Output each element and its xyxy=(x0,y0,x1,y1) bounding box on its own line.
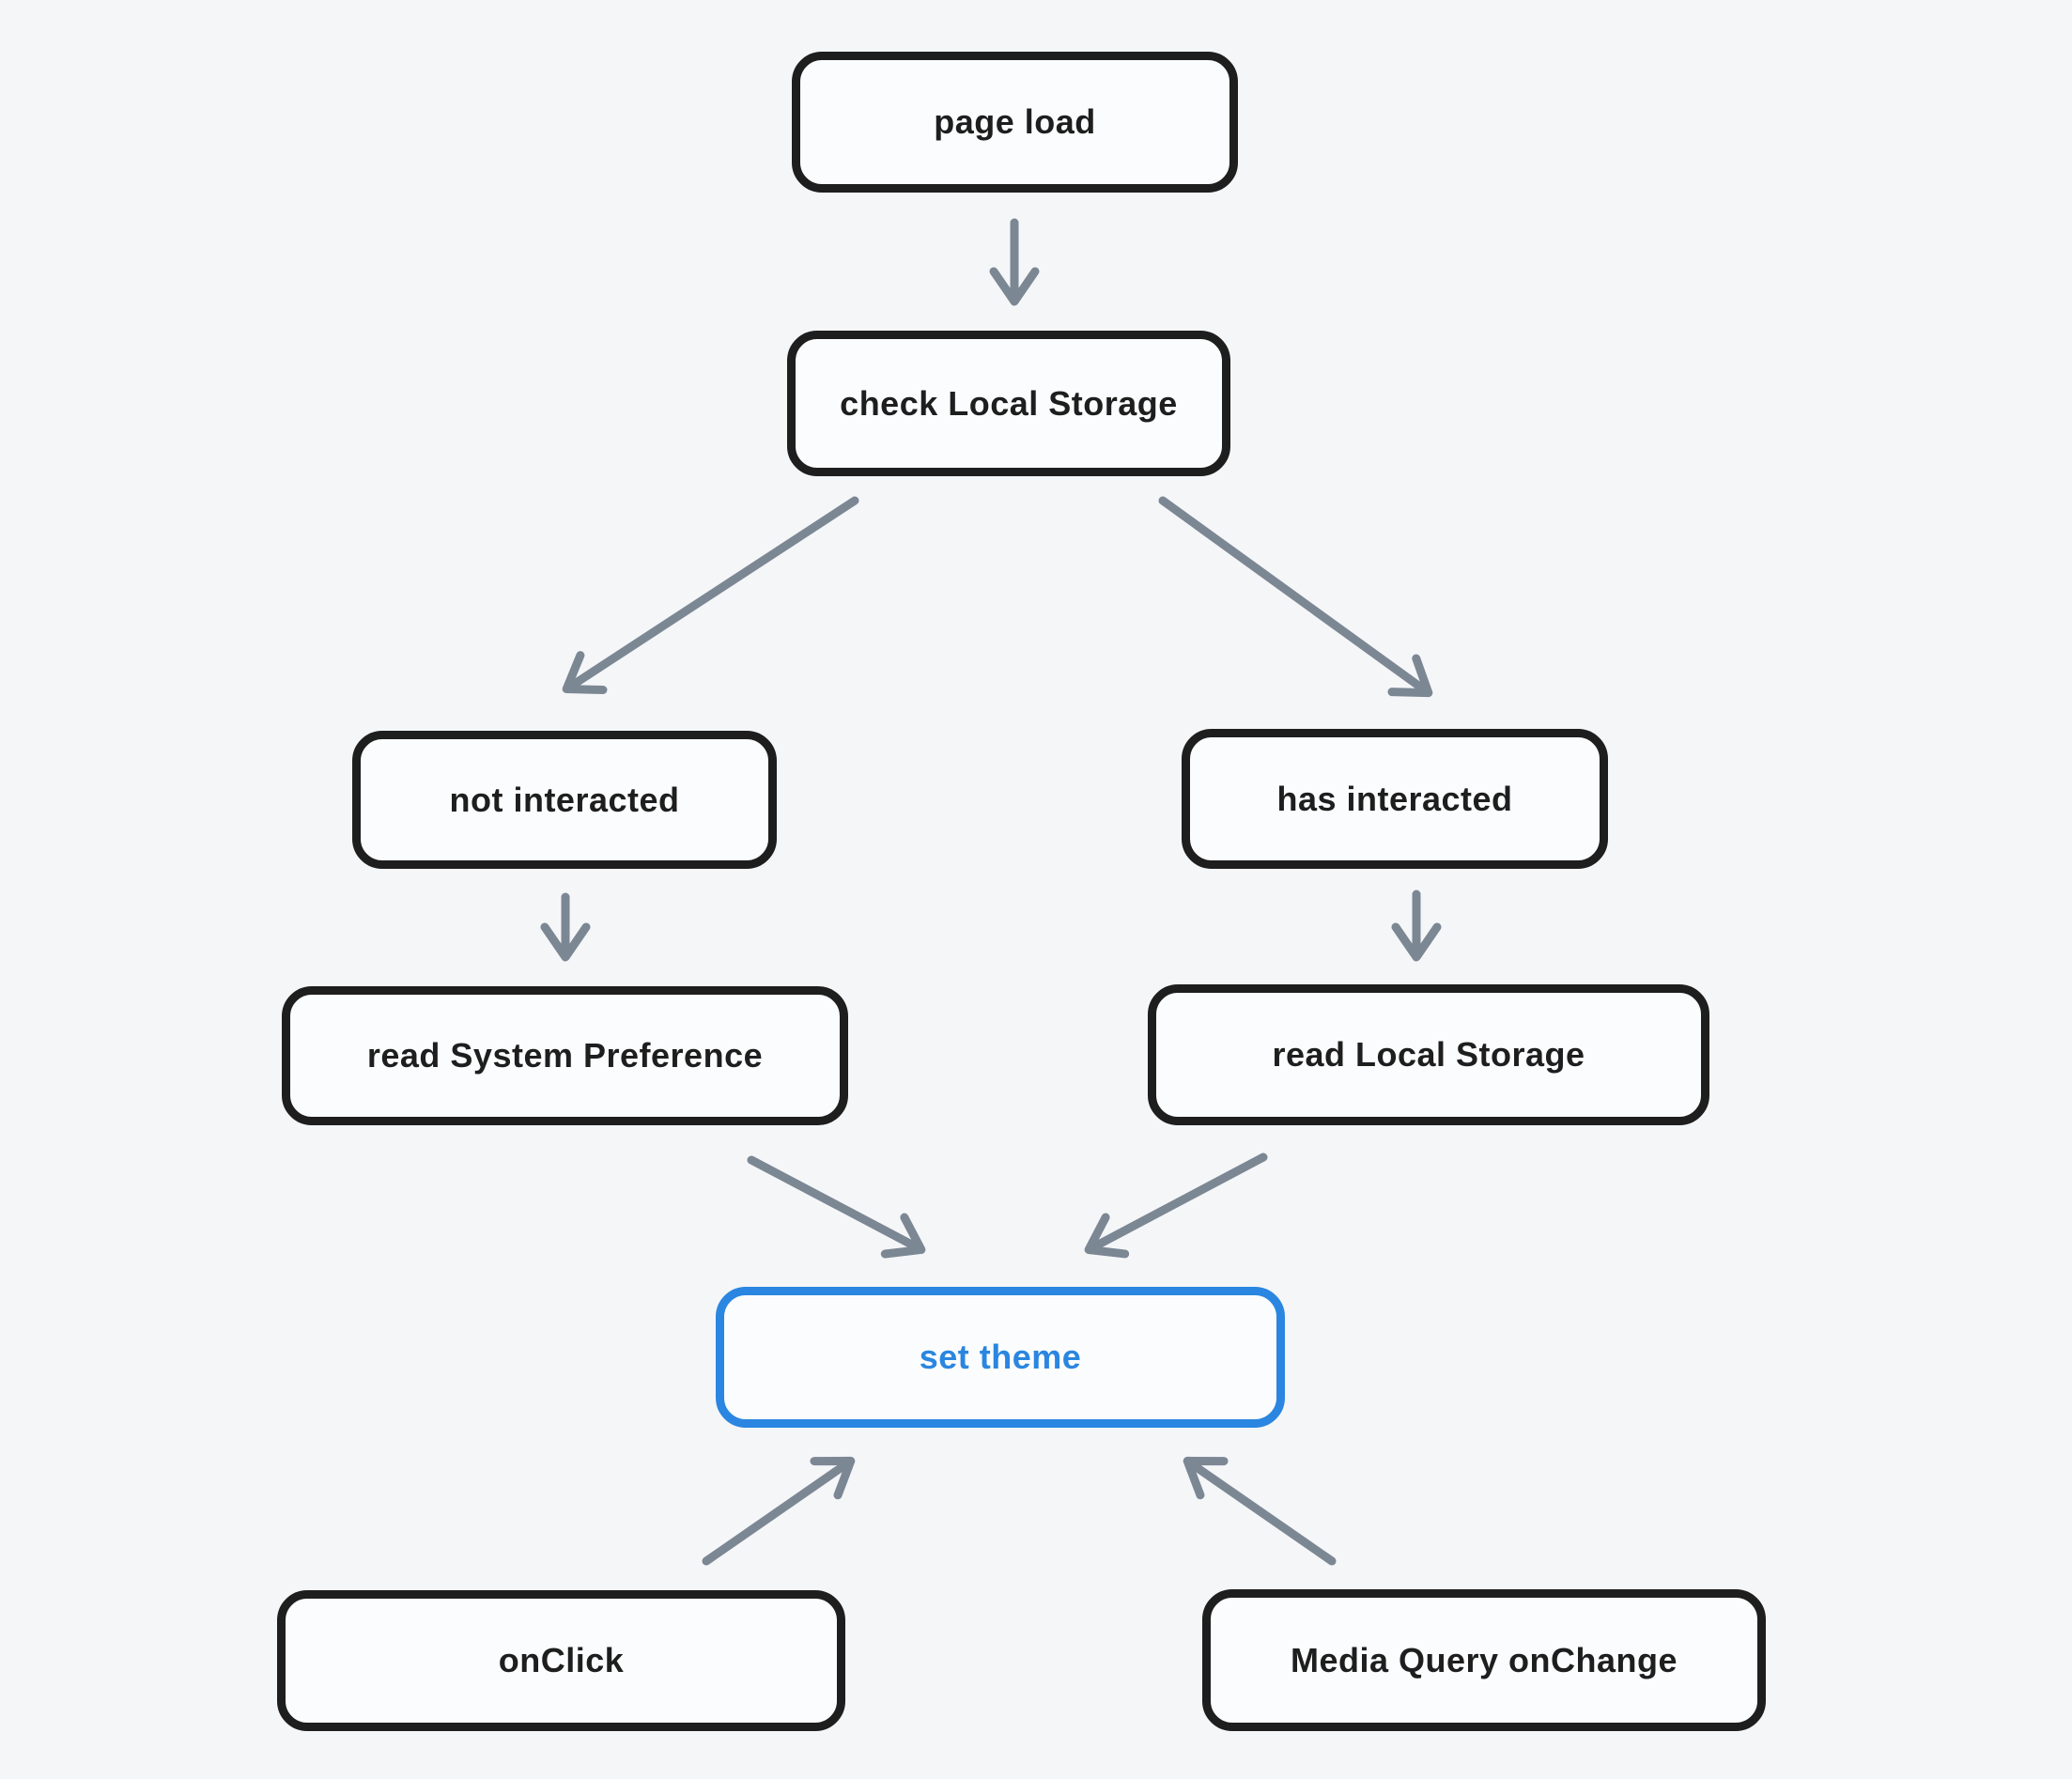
node-media-query-onchange[interactable]: Media Query onChange xyxy=(1202,1589,1766,1731)
edge-check-local-storage--has-interacted[interactable] xyxy=(1158,496,1433,698)
node-set-theme-label: set theme xyxy=(919,1338,1082,1376)
node-onclick-label: onClick xyxy=(498,1641,625,1679)
edge-check-local-storage--not-interacted[interactable] xyxy=(562,496,859,694)
node-check-local-storage[interactable]: check Local Storage xyxy=(787,331,1230,476)
node-not-interacted[interactable]: not interacted xyxy=(352,731,777,869)
edge-media-query-onchange--set-theme[interactable] xyxy=(1183,1456,1337,1566)
node-page-load-label: page load xyxy=(934,102,1096,141)
node-read-local-storage[interactable]: read Local Storage xyxy=(1148,984,1709,1125)
node-media-query-onchange-label: Media Query onChange xyxy=(1290,1640,1678,1679)
node-page-load[interactable]: page load xyxy=(792,52,1238,193)
edge-read-local-storage--set-theme[interactable] xyxy=(1084,1152,1268,1259)
node-set-theme[interactable]: set theme xyxy=(716,1287,1285,1428)
edge-onclick--set-theme[interactable] xyxy=(702,1456,856,1566)
node-read-system-preference[interactable]: read System Preference xyxy=(282,986,848,1125)
node-check-local-storage-label: check Local Storage xyxy=(840,383,1178,423)
node-has-interacted-label: has interacted xyxy=(1276,779,1513,818)
node-has-interacted[interactable]: has interacted xyxy=(1182,729,1608,869)
node-read-local-storage-label: read Local Storage xyxy=(1272,1035,1585,1074)
node-onclick[interactable]: onClick xyxy=(277,1590,845,1731)
node-not-interacted-label: not interacted xyxy=(449,780,680,819)
edge-read-system-preference--set-theme[interactable] xyxy=(747,1155,926,1259)
node-read-system-preference-label: read System Preference xyxy=(366,1036,764,1075)
